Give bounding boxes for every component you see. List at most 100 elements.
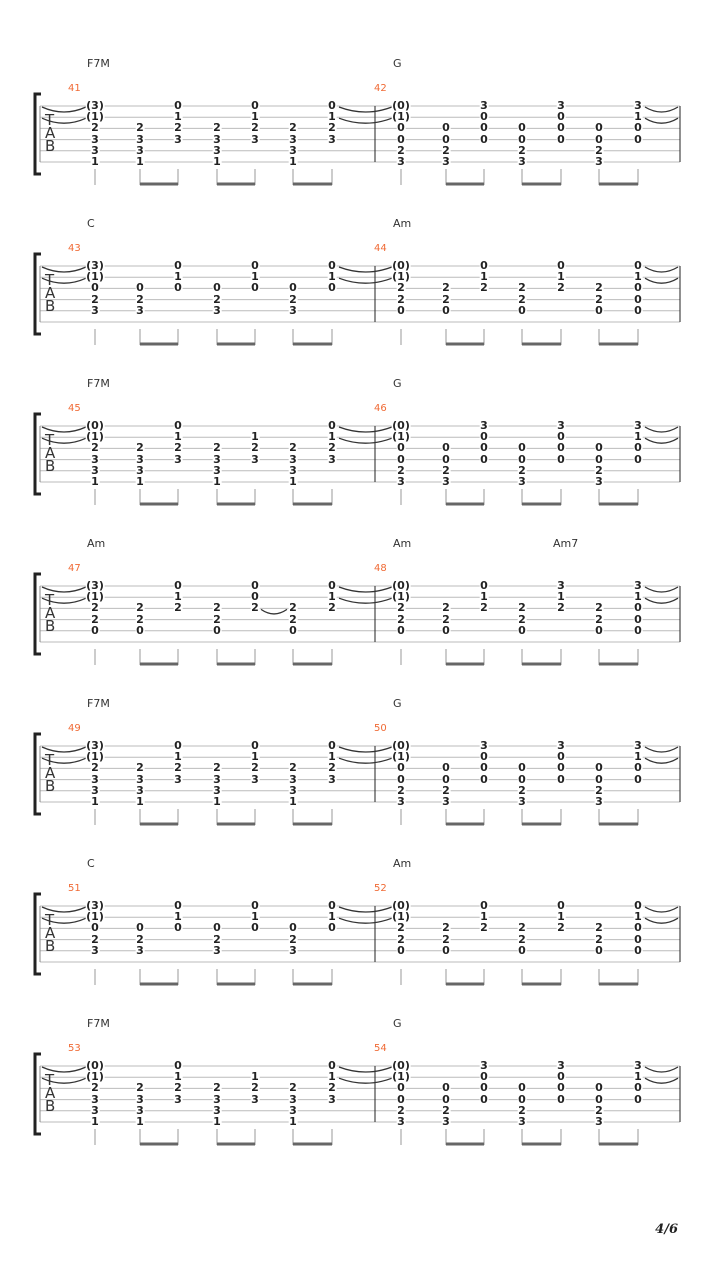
system-bracket xyxy=(33,1052,41,1136)
fret-number: (1) xyxy=(85,270,105,284)
measure-number: 51 xyxy=(68,883,81,894)
fret-number: 1 xyxy=(479,910,489,924)
fret-number: 2 xyxy=(173,601,183,615)
tie xyxy=(644,586,679,593)
tie xyxy=(338,597,393,604)
tie xyxy=(338,426,393,433)
tie xyxy=(41,117,87,124)
fret-number: (3) xyxy=(85,579,105,592)
tab-clef-letter: A xyxy=(45,764,56,782)
tab-clef-letter: T xyxy=(45,751,55,769)
fret-number: 2 xyxy=(135,612,145,626)
fret-number: 0 xyxy=(327,419,337,432)
fret-number: 0 xyxy=(556,132,566,146)
fret-number: 0 xyxy=(396,623,406,637)
fret-number: 0 xyxy=(633,623,643,637)
fret-number: 3 xyxy=(327,1092,337,1106)
fret-number: 2 xyxy=(441,783,451,797)
tab-clef-letter: T xyxy=(45,1071,55,1089)
chord-name: F7M xyxy=(87,1017,110,1030)
tie xyxy=(338,1066,393,1073)
fret-number: 0 xyxy=(479,441,489,455)
fret-number: 2 xyxy=(517,281,527,295)
fret-number: 3 xyxy=(633,579,643,592)
fret-number: 0 xyxy=(250,590,260,604)
fret-number: 2 xyxy=(441,281,451,295)
tab-clef-letter: B xyxy=(45,937,56,955)
fret-number: 1 xyxy=(327,1070,337,1084)
fret-number: 1 xyxy=(633,110,643,124)
fret-number: 3 xyxy=(556,1059,566,1072)
tie xyxy=(41,426,87,433)
fret-number: 0 xyxy=(479,761,489,775)
fret-number: 3 xyxy=(594,475,604,488)
fret-number: 0 xyxy=(633,1081,643,1095)
fret-number: 3 xyxy=(327,132,337,146)
fret-number: 2 xyxy=(173,121,183,135)
tie xyxy=(338,266,393,273)
fret-number: 0 xyxy=(327,99,337,112)
fret-number: 3 xyxy=(594,795,604,808)
fret-number: 1 xyxy=(556,270,566,284)
fret-number: 0 xyxy=(594,452,604,466)
fret-number: 2 xyxy=(90,1081,100,1095)
fret-number: 0 xyxy=(288,281,298,295)
fret-number: 3 xyxy=(288,143,298,157)
fret-number: 1 xyxy=(288,795,298,808)
measure-number: 53 xyxy=(68,1043,81,1054)
tab-clef-letter: T xyxy=(45,911,55,929)
fret-number: 2 xyxy=(327,441,337,455)
fret-number: 3 xyxy=(135,772,145,786)
fret-number: 2 xyxy=(90,441,100,455)
fret-number: 0 xyxy=(633,132,643,146)
fret-number: 2 xyxy=(288,761,298,775)
fret-number: 3 xyxy=(633,739,643,752)
fret-number: 0 xyxy=(517,452,527,466)
fret-number: 0 xyxy=(517,132,527,146)
fret-number: 0 xyxy=(250,281,260,295)
fret-number: 2 xyxy=(594,783,604,797)
fret-number: (1) xyxy=(391,910,411,924)
fret-number: 3 xyxy=(288,772,298,786)
fret-number: 2 xyxy=(594,281,604,295)
tab-clef-letter: A xyxy=(45,284,56,302)
fret-number: 3 xyxy=(633,99,643,112)
fret-number: 3 xyxy=(594,1115,604,1128)
fret-number: 0 xyxy=(396,121,406,135)
fret-number: 2 xyxy=(250,441,260,455)
fret-number: 0 xyxy=(90,281,100,295)
fret-number: 1 xyxy=(327,110,337,124)
tie xyxy=(41,597,87,604)
fret-number: 2 xyxy=(517,921,527,935)
fret-number: 0 xyxy=(479,430,489,444)
fret-number: 3 xyxy=(90,943,100,957)
tie xyxy=(41,1066,87,1073)
fret-number: 1 xyxy=(135,475,145,488)
fret-number: 2 xyxy=(517,463,527,477)
fret-number: 2 xyxy=(396,921,406,935)
system-bracket xyxy=(33,92,41,176)
tab-clef-letter: A xyxy=(45,604,56,622)
fret-number: 3 xyxy=(212,783,222,797)
tab-clef-letter: B xyxy=(45,457,56,475)
fret-number: 0 xyxy=(556,1070,566,1084)
tie xyxy=(644,1066,679,1073)
tab-clef-letter: A xyxy=(45,124,56,142)
fret-number: 2 xyxy=(90,612,100,626)
fret-number: 1 xyxy=(90,155,100,168)
tab-clef-letter: T xyxy=(45,431,55,449)
fret-number: 2 xyxy=(479,921,489,935)
fret-number: (3) xyxy=(85,259,105,272)
fret-number: 1 xyxy=(633,590,643,604)
fret-number: 2 xyxy=(250,601,260,615)
fret-number: 1 xyxy=(212,795,222,808)
fret-number: 2 xyxy=(212,601,222,615)
tie xyxy=(644,426,679,433)
fret-number: 3 xyxy=(288,132,298,146)
fret-number: 2 xyxy=(288,441,298,455)
fret-number: 2 xyxy=(441,932,451,946)
measure-number: 47 xyxy=(68,563,81,574)
fret-number: 0 xyxy=(173,921,183,935)
fret-number: 3 xyxy=(90,132,100,146)
fret-number: 2 xyxy=(212,121,222,135)
